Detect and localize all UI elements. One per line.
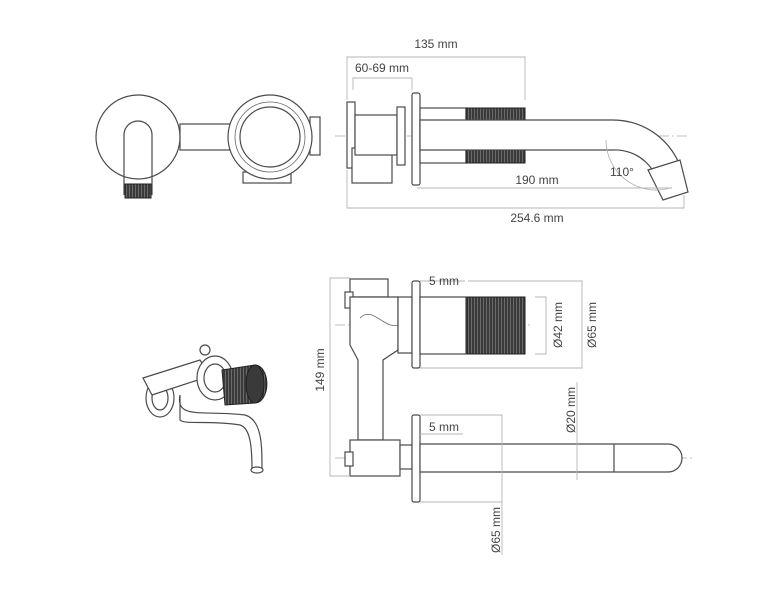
dim-190: 190 mm bbox=[515, 173, 558, 187]
dim-135: 135 mm bbox=[414, 37, 457, 51]
dim-5-spout: 5 mm bbox=[429, 420, 459, 434]
dim-149: 149 mm bbox=[313, 348, 327, 391]
dim-42: Ø42 mm bbox=[551, 302, 565, 348]
aerator bbox=[124, 183, 152, 199]
dim-65-valve: Ø65 mm bbox=[585, 302, 599, 348]
bottom-side-view: 149 mm 5 mm Ø42 mm Ø65 mm 5 mm Ø20 mm Ø6… bbox=[313, 274, 695, 555]
handle-knurl-side bbox=[466, 296, 526, 355]
dim-254-6: 254.6 mm bbox=[510, 211, 563, 225]
top-side-view: 135 mm 60-69 mm 190 mm 254.6 mm 110° bbox=[335, 37, 690, 225]
spout-plate bbox=[95, 94, 181, 180]
dim-5-valve: 5 mm bbox=[429, 274, 459, 288]
dim-angle: 110° bbox=[610, 165, 634, 179]
front-view bbox=[95, 94, 321, 199]
perspective-view bbox=[142, 344, 268, 474]
dim-20: Ø20 mm bbox=[564, 387, 578, 433]
dim-65-spout: Ø65 mm bbox=[489, 507, 503, 553]
dim-60-69: 60-69 mm bbox=[355, 61, 409, 75]
